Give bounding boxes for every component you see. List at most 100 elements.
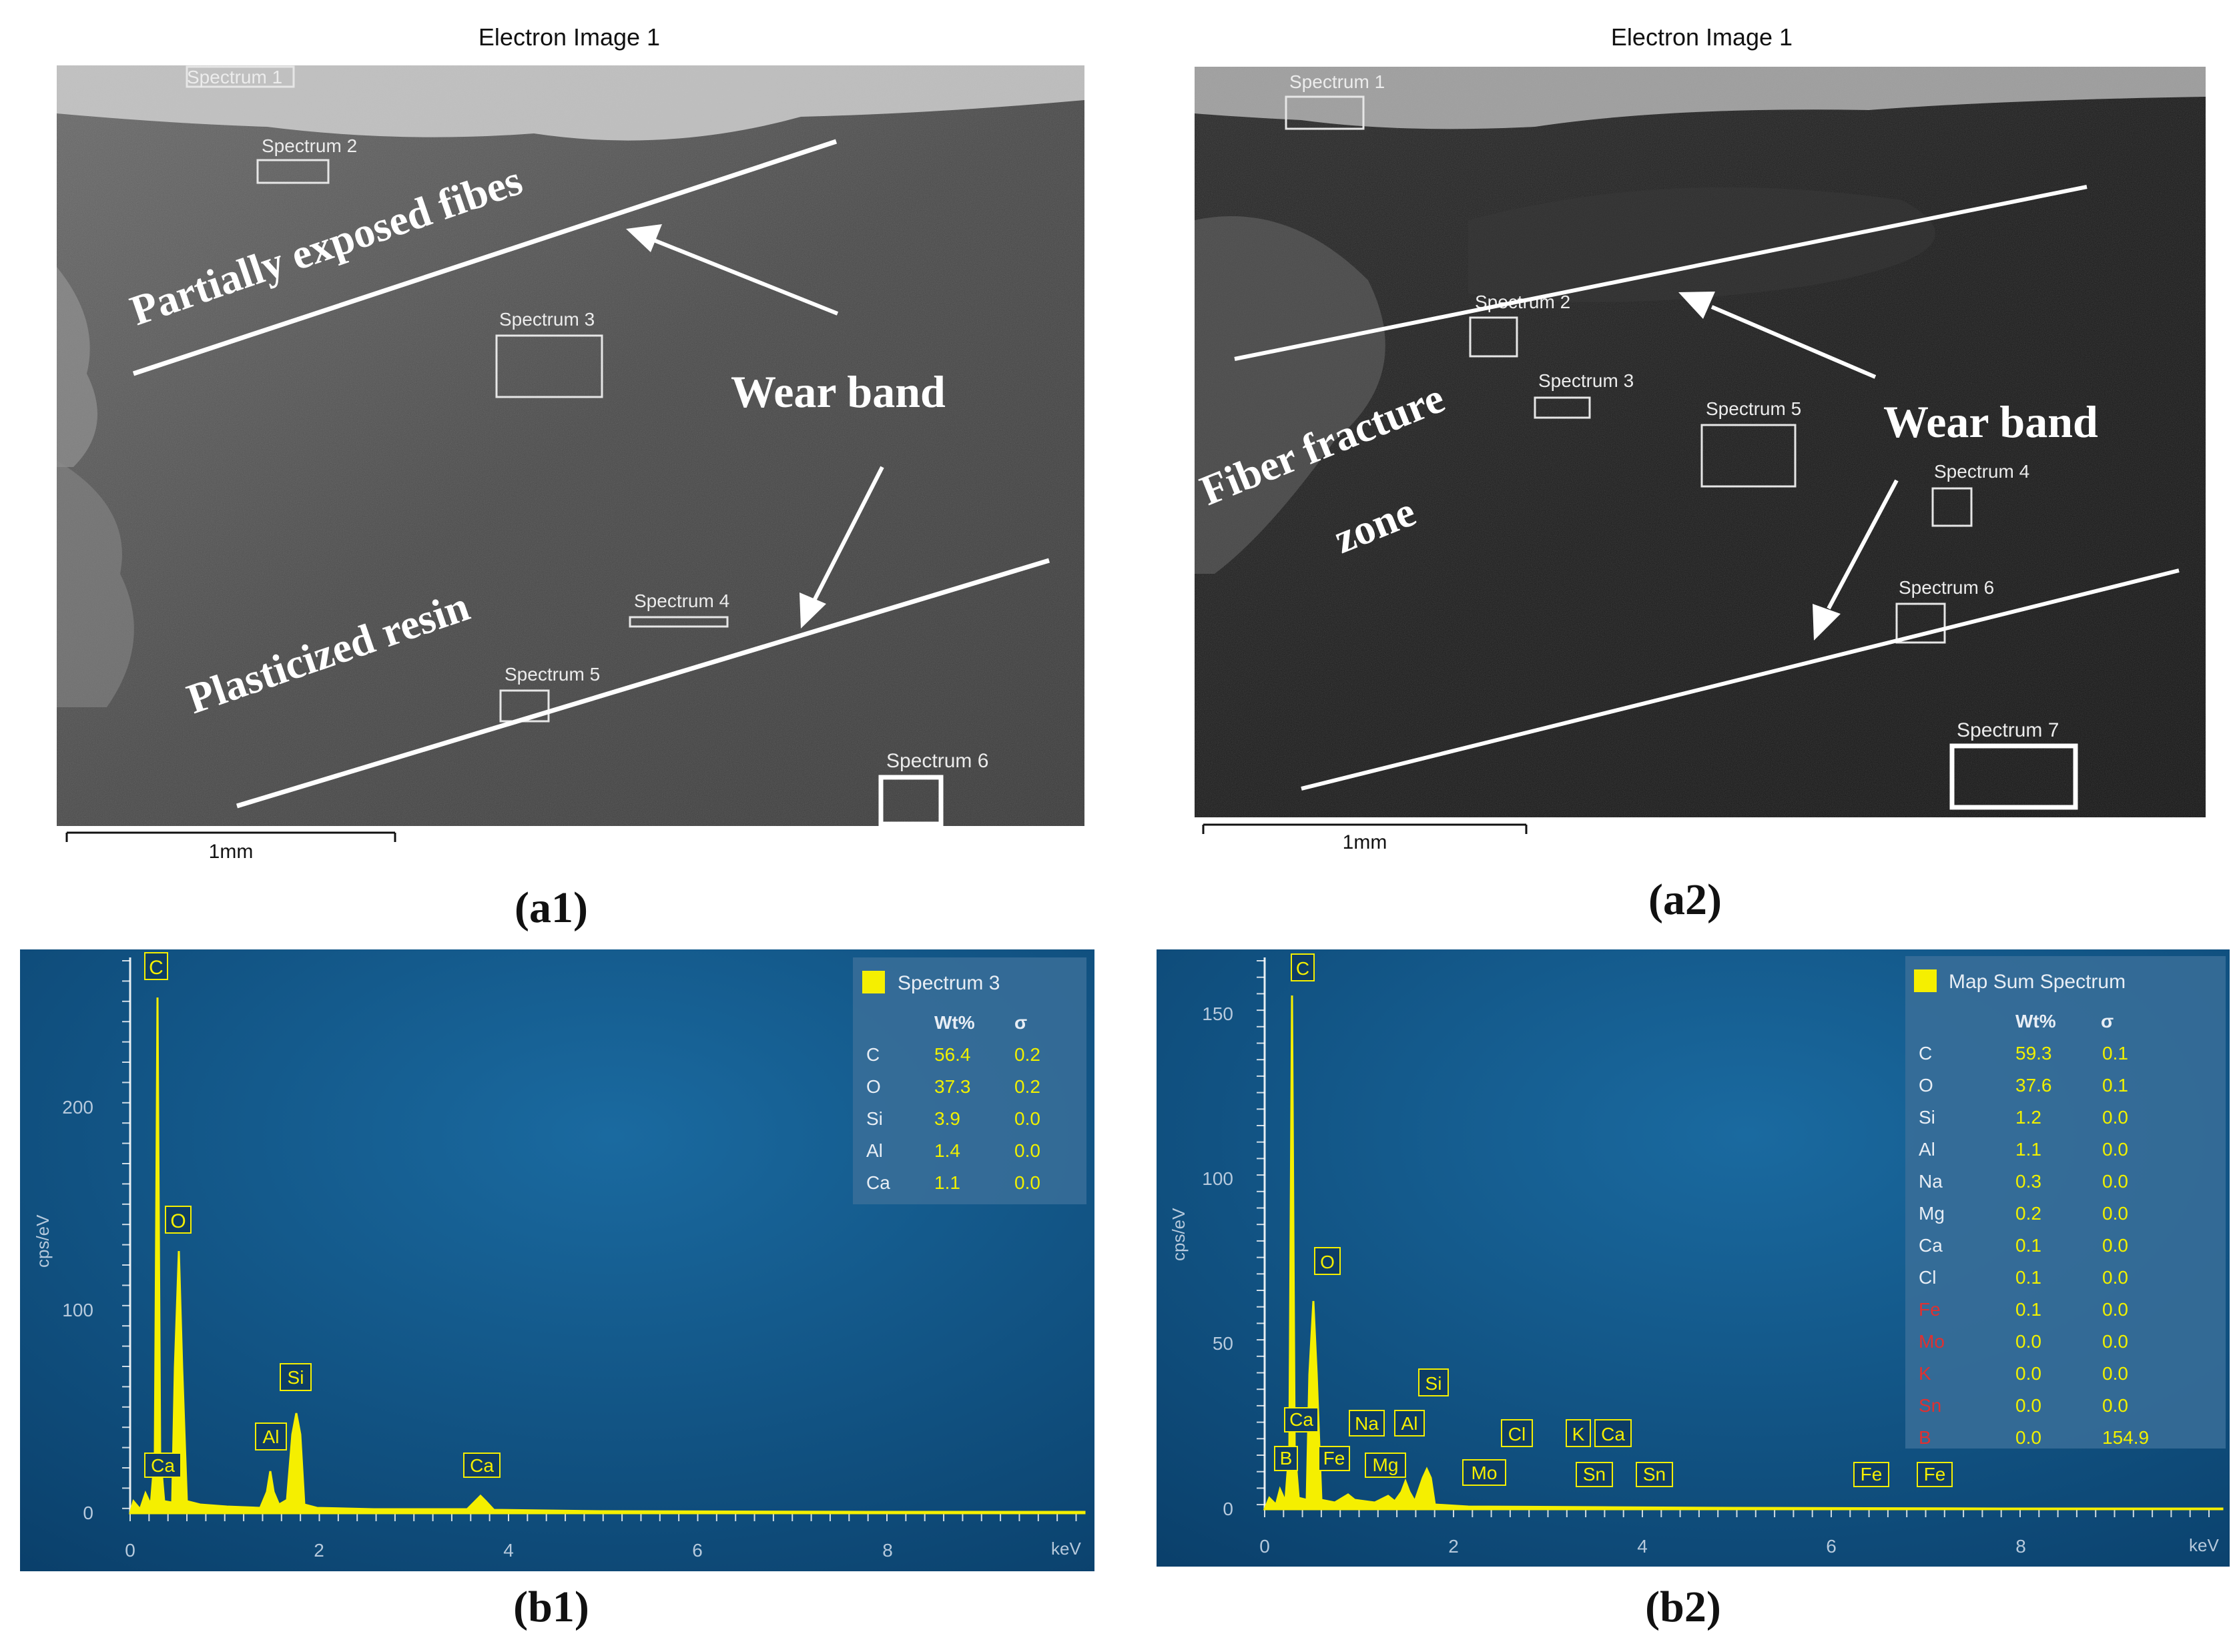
legend-wt: 0.3 <box>2015 1171 2041 1192</box>
b1-x-ticks <box>129 1513 1077 1521</box>
b2-xtick-8: 8 <box>2015 1536 2026 1557</box>
b1-caption: (b1) <box>513 1583 589 1631</box>
legend-wt: 0.1 <box>2015 1235 2041 1256</box>
legend-element: Cl <box>1919 1267 1936 1288</box>
legend-sigma: 154.9 <box>2102 1427 2149 1448</box>
svg-text:Al: Al <box>263 1426 280 1447</box>
svg-text:Wt%: Wt% <box>934 1012 975 1033</box>
b2-legend-swatch <box>1914 969 1937 992</box>
svg-text:Fe: Fe <box>1323 1448 1345 1469</box>
a2-spectrum-3-box <box>1534 396 1591 419</box>
legend-wt: 59.3 <box>2015 1043 2052 1064</box>
a1-spectrum-1-label: Spectrum 1 <box>187 67 282 87</box>
legend-sigma: 0.0 <box>2102 1235 2128 1256</box>
legend-element: Sn <box>1919 1395 1941 1416</box>
a1-upper-band-line <box>132 139 838 376</box>
b2-peak-label: Ca <box>1594 1419 1632 1447</box>
legend-wt: 0.0 <box>2015 1363 2041 1384</box>
b2-peak-label: Mo <box>1462 1459 1506 1486</box>
legend-element: Mg <box>1919 1203 1945 1224</box>
a1-scale-bar <box>65 831 396 842</box>
b2-xunit: keV <box>2189 1535 2219 1555</box>
legend-wt: 0.0 <box>2015 1395 2041 1416</box>
b2-ytick-100: 100 <box>1202 1168 1233 1189</box>
legend-sigma: 0.0 <box>2102 1107 2128 1128</box>
a1-spectrum-2-label: Spectrum 2 <box>262 135 357 156</box>
b2-xtick-0: 0 <box>1259 1536 1270 1557</box>
legend-sigma: 0.0 <box>2102 1299 2128 1320</box>
svg-text:Sn: Sn <box>1583 1464 1606 1485</box>
b2-spectrum-trace <box>1263 995 2224 1511</box>
a2-spectrum-6-label: Spectrum 6 <box>1899 577 1994 598</box>
svg-text:Sn: Sn <box>1643 1464 1666 1485</box>
b2-peak-label: Al <box>1394 1410 1425 1436</box>
b2-peak-label: Si <box>1418 1368 1449 1396</box>
legend-wt: 0.2 <box>2015 1203 2041 1224</box>
legend-sigma: 0.1 <box>2102 1075 2128 1096</box>
a1-spectrum-6-label: Spectrum 6 <box>886 750 988 772</box>
svg-text:Fe: Fe <box>1924 1464 1946 1485</box>
a2-arrow-lower <box>1827 479 1899 610</box>
a2-bright-edge <box>1195 67 2206 129</box>
a2-arrowhead-lower <box>1813 604 1841 641</box>
legend-sigma: 0.0 <box>2102 1139 2128 1160</box>
b1-ytick-0: 0 <box>83 1503 93 1523</box>
a2-arrowhead-upper <box>1678 292 1715 319</box>
legend-element: K <box>1919 1363 1931 1384</box>
b2-caption: (b2) <box>1645 1583 1721 1631</box>
svg-text:Cl: Cl <box>1508 1424 1526 1444</box>
legend-wt: 1.1 <box>2015 1139 2041 1160</box>
b1-legend-swatch <box>862 971 885 993</box>
legend-sigma: 0.0 <box>1014 1140 1040 1161</box>
legend-wt: 37.3 <box>934 1076 971 1097</box>
svg-text:Mg: Mg <box>1373 1455 1399 1475</box>
a1-lower-band-line <box>236 558 1050 809</box>
b2-x-ticks <box>1264 1509 2210 1517</box>
svg-text:C: C <box>149 957 164 979</box>
b1-xtick-0: 0 <box>125 1540 135 1561</box>
b1-peak-label-Al: Al <box>255 1422 287 1451</box>
svg-text:σ: σ <box>1014 1012 1027 1033</box>
svg-text:Al: Al <box>1401 1413 1418 1434</box>
a2-upper-band-line <box>1234 185 2088 361</box>
legend-element: Ca <box>1919 1235 1943 1256</box>
a2-arrow-upper <box>1710 305 1877 379</box>
b2-peak-label: Mg <box>1365 1453 1406 1478</box>
b1-ytick-200: 200 <box>62 1097 93 1118</box>
b1-peak-label-O: O <box>165 1206 192 1234</box>
a2-spectrum-5-box <box>1700 424 1797 488</box>
a2-spectrum-1-label: Spectrum 1 <box>1289 71 1385 92</box>
a1-bright-edge <box>57 65 1084 141</box>
legend-element: Si <box>1919 1107 1935 1128</box>
legend-sigma: 0.2 <box>1014 1076 1040 1097</box>
a1-spectrum-6-box <box>878 775 944 827</box>
b2-peak-label: Cl <box>1501 1419 1533 1447</box>
b1-peak-label-Si: Si <box>280 1363 312 1391</box>
legend-row: K 0.0 0.0 <box>1919 1363 2128 1384</box>
legend-wt: 1.1 <box>934 1172 960 1193</box>
b1-peak-label-Ca-low: Ca <box>144 1453 182 1478</box>
legend-sigma: 0.0 <box>2102 1363 2128 1384</box>
legend-wt: 0.1 <box>2015 1267 2041 1288</box>
legend-sigma: 0.0 <box>2102 1395 2128 1416</box>
b2-ytick-0: 0 <box>1223 1499 1233 1519</box>
b1-ylabel: cps/eV <box>33 1214 53 1268</box>
b1-xtick-2: 2 <box>314 1540 324 1561</box>
a1-spectrum-3-box <box>495 334 603 398</box>
b2-peak-label: Fe <box>1318 1446 1350 1471</box>
svg-text:O: O <box>170 1210 186 1232</box>
b1-peak-label-Ca-high: Ca <box>463 1453 501 1478</box>
a2-spectrum-1-box <box>1285 95 1365 130</box>
svg-text:Fe: Fe <box>1861 1464 1883 1485</box>
legend-element: Na <box>1919 1171 1943 1192</box>
svg-text:B: B <box>1280 1448 1293 1469</box>
legend-element: Ca <box>866 1172 890 1193</box>
a2-scale-bar <box>1202 823 1528 834</box>
